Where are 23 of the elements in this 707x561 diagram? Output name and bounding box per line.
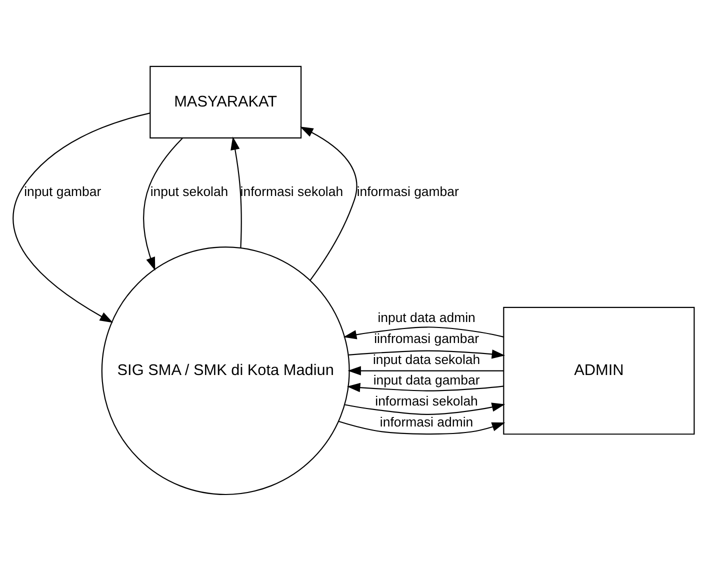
node-box: ADMIN — [503, 306, 695, 435]
arrow — [230, 136, 242, 248]
edge-label: input data admin — [378, 310, 476, 325]
edge-label: input gambar — [24, 184, 102, 199]
arrow — [348, 350, 506, 359]
edge-label: informasi sekolah — [375, 394, 478, 409]
arrow — [143, 138, 183, 271]
arrow — [348, 366, 504, 376]
edge-label: informasi admin — [380, 414, 474, 430]
arrow — [300, 126, 358, 281]
edge-label: iinfromasi gambar — [374, 330, 480, 346]
node-circle: SIG SMA / SMK di Kota Madiun — [101, 246, 350, 496]
edge-label: input sekolah — [150, 184, 228, 199]
edge-label: informasi gambar — [356, 184, 459, 199]
edge-label: input data sekolah — [372, 352, 480, 367]
edge-label: input data gambar — [373, 372, 480, 388]
edge-label: informasi sekolah — [240, 184, 344, 199]
arrow — [12, 112, 150, 323]
arrow — [338, 420, 506, 435]
arrow — [343, 326, 504, 340]
arrow — [344, 402, 506, 415]
arrow — [347, 382, 504, 392]
node-box: MASYARAKAT — [150, 66, 302, 139]
